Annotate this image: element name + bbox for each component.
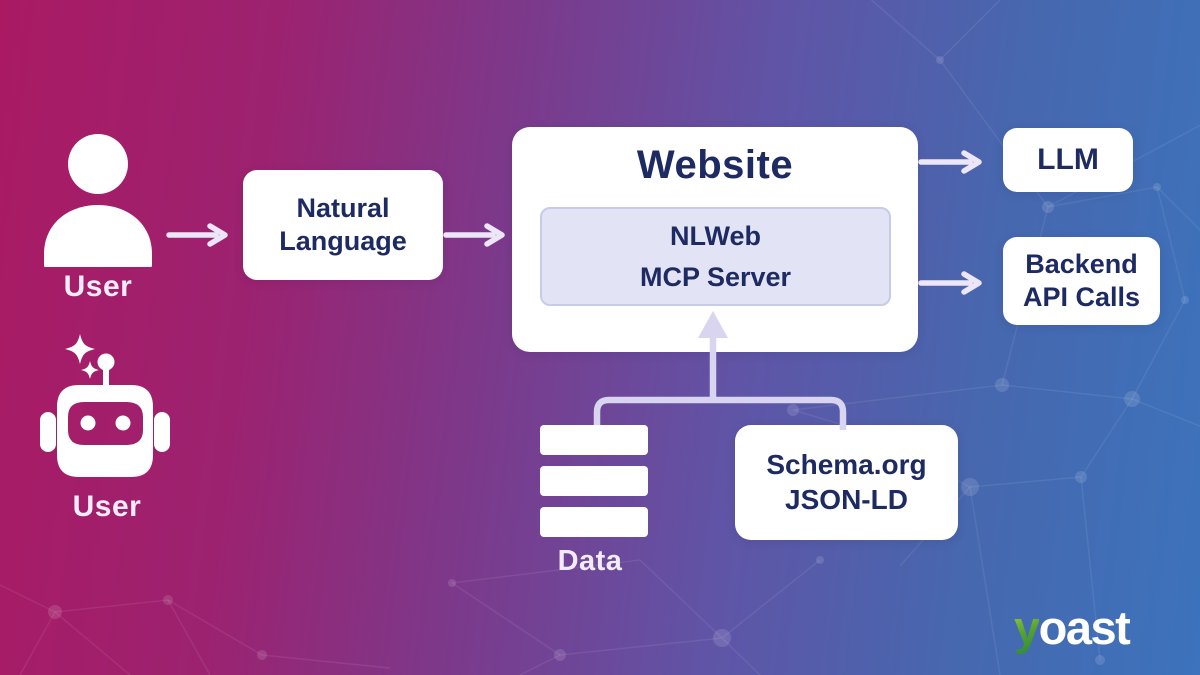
data-label: Data [557,545,623,577]
backend-line2: API Calls [1022,282,1141,312]
connector-up-arrow-icon [593,311,847,430]
yoast-logo: yoast [1014,600,1131,655]
robot-user-icon [40,334,170,477]
backend-api-calls-node: Backend API Calls [1003,237,1160,325]
mcp-server-label: MCP Server [639,261,792,292]
arrow-right-website-to-backend-icon [918,271,982,295]
backend-line1: Backend [1025,249,1138,280]
user-label: User [63,270,133,303]
website-node: Website NLWeb MCP Server [512,127,918,352]
arrow-right-user-to-nl-icon [166,223,228,247]
data-icon [540,466,648,496]
schema-org-json-ld-node: Schema.org JSON-LD [735,425,958,540]
yoast-logo-rest: oast [1038,601,1131,654]
natural-language-line1: Natural [296,193,390,224]
nlweb-label: NLWeb [669,220,761,251]
natural-language-line2: Language [279,226,407,256]
arrow-right-website-to-llm-icon [918,150,982,174]
yoast-logo-y: y [1014,601,1040,654]
natural-language-node: Natural Language [243,170,443,280]
nlweb-mcp-server-node: NLWeb MCP Server [540,207,891,306]
robot-user-label: User [72,490,142,523]
arrow-right-nl-to-website-icon [443,223,505,247]
data-icon [540,425,648,455]
llm-node: LLM [1003,128,1133,192]
website-title: Website [636,143,794,187]
data-icon [540,507,648,537]
schema-line1: Schema.org [766,449,927,481]
schema-line2: JSON-LD [785,483,908,515]
user-person-icon [44,134,152,267]
llm-label: LLM [1037,142,1099,176]
